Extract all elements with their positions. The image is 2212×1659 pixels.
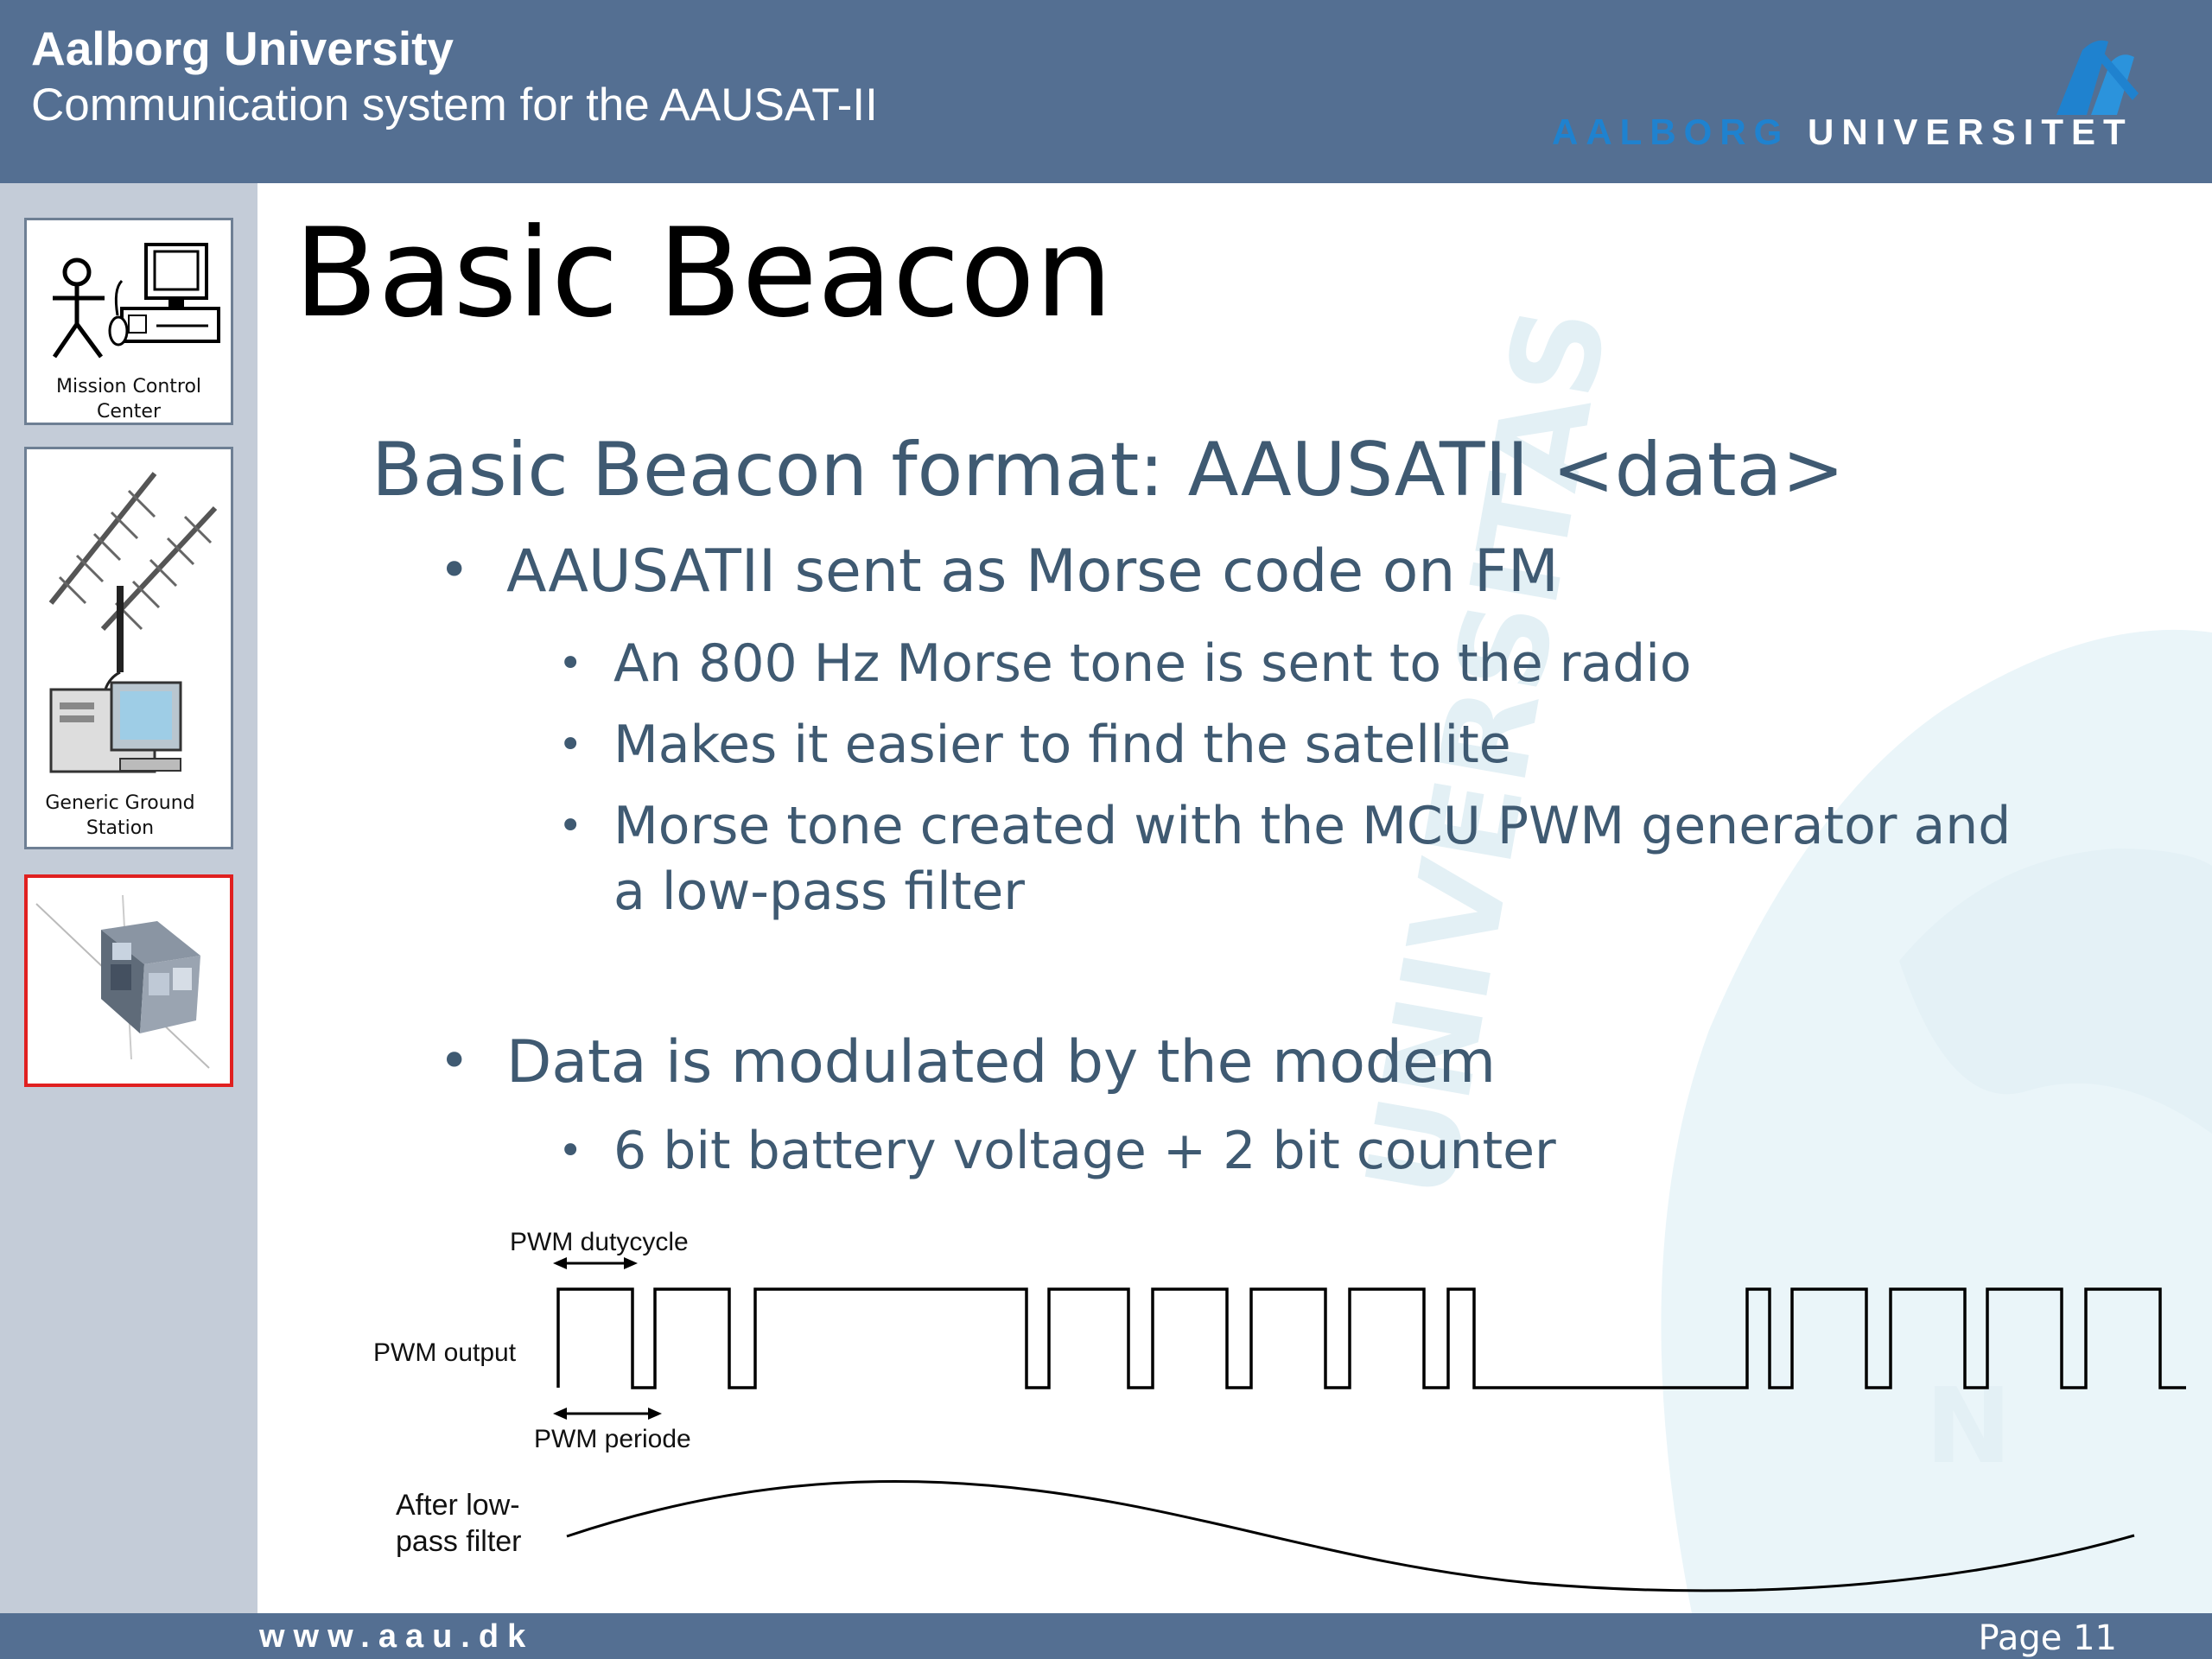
- pwm-dutycycle-label: PWM dutycycle: [510, 1228, 689, 1256]
- bullet-dot-icon: •: [558, 721, 583, 769]
- pwm-waveform: [553, 1257, 2186, 1592]
- sub-bullet-item: Morse tone created with the MCU PWM gene…: [613, 796, 2012, 856]
- bullet-item: AAUSATII sent as Morse code on FM: [506, 537, 1559, 606]
- page-number: Page 11: [1978, 1618, 2117, 1658]
- sub-bullet-item-continuation: a low-pass filter: [613, 861, 1025, 922]
- bullet-dot-icon: •: [439, 1031, 470, 1091]
- bullet-dot-icon: •: [439, 540, 470, 601]
- sub-bullet-item: Makes it easier to find the satellite: [613, 715, 1511, 775]
- logo-universitet-text: UNIVERSITET: [1808, 111, 2133, 152]
- pwm-output-label: PWM output: [373, 1338, 517, 1367]
- low-pass-label-line2: pass filter: [396, 1525, 522, 1558]
- logo-aalborg-text: AALBORG: [1552, 111, 1790, 152]
- sidebar: Mission Control Center: [0, 183, 257, 1613]
- satellite-icon: [35, 894, 210, 1069]
- header-title: Aalborg University: [31, 22, 454, 75]
- slide-heading: Basic Beacon format: AAUSATII <data>: [372, 427, 1845, 513]
- pwm-periode-label: PWM periode: [534, 1425, 691, 1453]
- sub-bullet-item: 6 bit battery voltage + 2 bit counter: [613, 1121, 1556, 1181]
- sidebar-item-ground-station[interactable]: Generic Ground Station: [24, 447, 233, 849]
- sidebar-item-satellite[interactable]: [24, 874, 233, 1087]
- page-title: Basic Beacon: [294, 202, 1113, 345]
- mission-control-icon: [52, 243, 220, 359]
- sidebar-item-label: Mission Control: [55, 376, 202, 397]
- universitas-watermark: UNIVERSITAS N: [1340, 297, 2212, 1613]
- sidebar-item-mission-control[interactable]: Mission Control Center: [24, 218, 233, 425]
- sidebar-item-label: Generic Ground: [45, 792, 195, 814]
- university-logo-icon: [2056, 40, 2139, 115]
- logo-wordmark: AALBORG UNIVERSITET: [1552, 111, 2133, 154]
- ground-station-icon: [48, 472, 218, 773]
- sub-bullet-item: An 800 Hz Morse tone is sent to the radi…: [613, 633, 1692, 694]
- bullet-dot-icon: •: [558, 802, 583, 850]
- bullet-dot-icon: •: [558, 639, 583, 688]
- sidebar-item-label: Station: [86, 817, 155, 839]
- header-subtitle: Communication system for the AAUSAT-II: [31, 79, 878, 130]
- footer-url-link[interactable]: www.aau.dk: [259, 1618, 535, 1655]
- header-bar: Aalborg University Communication system …: [0, 0, 2212, 183]
- pwm-diagram: PWM dutycycle PWM output PWM periode Aft…: [346, 1210, 2212, 1607]
- footer-bar: www.aau.dk Page 11: [0, 1613, 2212, 1659]
- low-pass-label-line1: After low-: [396, 1489, 520, 1522]
- sidebar-item-label: Center: [96, 401, 162, 423]
- bullet-dot-icon: •: [558, 1127, 583, 1175]
- bullet-item: Data is modulated by the modem: [506, 1028, 1497, 1096]
